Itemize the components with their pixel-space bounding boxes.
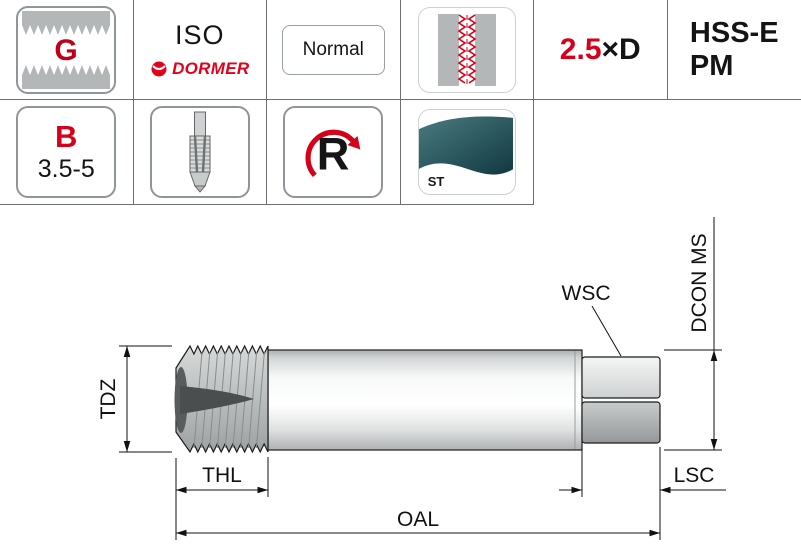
rotation-box: R bbox=[283, 106, 384, 198]
square-drive-bottom bbox=[581, 401, 661, 444]
hole-wall-left bbox=[437, 13, 459, 86]
brand-row: DORMER bbox=[150, 59, 249, 79]
tap-shank bbox=[267, 349, 583, 451]
spec-cell-tolerance: Normal bbox=[267, 0, 401, 100]
thread-profile-g-icon: G bbox=[22, 10, 111, 89]
spec-cell-coating: ST bbox=[400, 100, 534, 205]
right-hand-rotation-icon: R bbox=[305, 128, 361, 179]
dimension-labels: TDZ THL OAL WSC DCON MS LSC bbox=[97, 233, 714, 531]
dormer-logo-icon bbox=[151, 61, 167, 77]
spec-cell-standard: ISO DORMER bbox=[133, 0, 267, 100]
spec-cell-empty-1 bbox=[534, 100, 668, 205]
spec-cell-tool bbox=[133, 100, 267, 205]
depth-value: 2.5 bbox=[559, 32, 602, 66]
spec-cell-material: HSS-E PM bbox=[667, 0, 801, 100]
thread-profile-top-block bbox=[22, 10, 111, 35]
tap-tool-icon bbox=[189, 111, 211, 193]
dim-label-wsc: WSC bbox=[562, 282, 611, 305]
chamfer-box: B 3.5-5 bbox=[16, 106, 117, 198]
spec-cell-depth: 2.5×D bbox=[534, 0, 668, 100]
rotation-letter: R bbox=[317, 128, 350, 179]
material-line1: HSS-E bbox=[689, 17, 779, 50]
dimension-arrowheads bbox=[123, 346, 718, 537]
depth-unit: ×D bbox=[601, 32, 641, 66]
dim-label-oal: OAL bbox=[397, 508, 439, 531]
chamfer-letter: B bbox=[55, 118, 78, 154]
tolerance-label: Normal bbox=[281, 24, 385, 75]
thread-profile-bottom-block bbox=[22, 64, 111, 89]
spec-grid: G ISO DORMER Normal bbox=[0, 0, 801, 205]
spec-cell-thread-form: G bbox=[0, 0, 134, 100]
spec-cell-rotation: R bbox=[267, 100, 401, 205]
coating-swatch-icon bbox=[418, 116, 515, 175]
dim-label-thl: THL bbox=[202, 464, 242, 487]
thread-zigzag-right bbox=[467, 13, 477, 84]
square-drive-top bbox=[581, 356, 661, 399]
standard-name: ISO bbox=[174, 20, 225, 50]
chamfer-range: 3.5-5 bbox=[37, 154, 95, 183]
thread-form-letter: G bbox=[55, 34, 78, 67]
wsc-leader-line bbox=[591, 305, 622, 357]
dim-label-dcon: DCON MS bbox=[688, 233, 711, 332]
coating-label: ST bbox=[427, 174, 445, 189]
tap-technical-drawing: TDZ THL OAL WSC DCON MS LSC bbox=[97, 217, 726, 540]
thread-zigzag-left bbox=[457, 13, 467, 84]
rotation-arrow-arc bbox=[305, 129, 355, 178]
depth-value-group: 2.5×D bbox=[560, 33, 641, 67]
tap-body bbox=[174, 344, 661, 454]
dim-label-tdz: TDZ bbox=[97, 378, 120, 419]
hole-wall-right bbox=[474, 13, 496, 86]
material-line2: PM bbox=[689, 49, 734, 82]
brand-name: DORMER bbox=[172, 59, 250, 78]
through-hole-thread-icon bbox=[437, 13, 496, 86]
dimension-lines bbox=[119, 217, 726, 540]
spec-cell-chamfer: B 3.5-5 bbox=[0, 100, 134, 205]
tap-flute-groove bbox=[180, 386, 254, 414]
spec-cell-hole-type bbox=[400, 0, 534, 100]
coating-swatch-box: ST bbox=[417, 109, 516, 195]
thread-profile-icon-box: G bbox=[16, 5, 117, 94]
material-label: HSS-E PM bbox=[690, 17, 779, 82]
hole-type-icon-box bbox=[417, 6, 516, 93]
dim-label-lsc: LSC bbox=[674, 464, 715, 487]
spec-cell-empty-2 bbox=[668, 100, 801, 205]
rotation-arrow-head bbox=[347, 135, 361, 150]
tap-icon-box bbox=[149, 106, 250, 198]
